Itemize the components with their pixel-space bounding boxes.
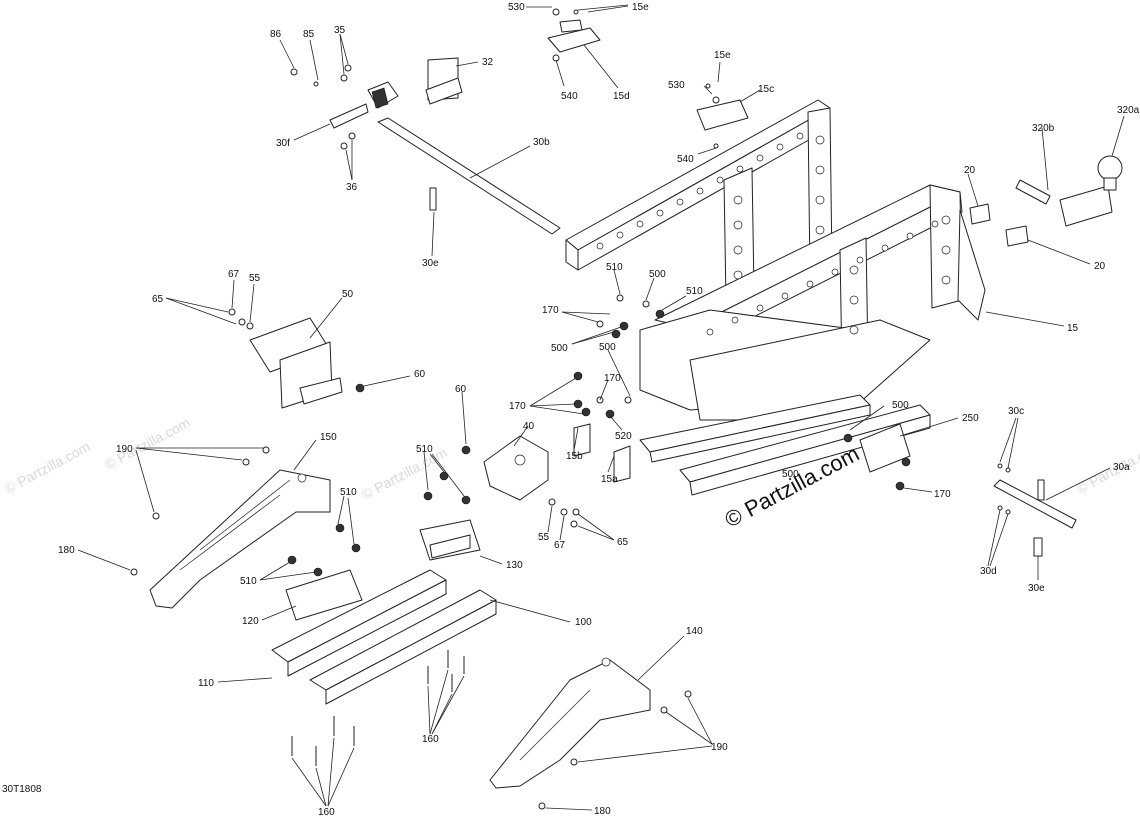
plate-40-part [483,435,549,501]
callout-label: 15a [601,474,618,485]
callout-label: 100 [575,617,592,628]
callout-label: 500 [551,343,568,354]
diagram-code: 30T1808 [2,784,42,795]
callout-label: 55 [249,273,261,284]
callout-label: 60 [414,369,426,380]
callout-label: 55 [538,532,550,543]
callout-label: 85 [303,29,315,40]
callout-label: 500 [782,469,799,480]
callout-label: 65 [617,537,629,548]
skid-150-part [149,469,331,609]
shaft-30b-part [329,57,561,235]
callout-label: 30e [1028,583,1045,594]
callout-label: 15e [714,50,731,61]
bracket-15c-part [696,99,749,131]
callout-label: 110 [198,678,214,689]
callout-label: 510 [240,576,257,587]
hardware-parts [130,8,1011,810]
callout-label: 15d [613,91,630,102]
callout-label: 170 [604,373,621,384]
svg-text:© Partzilla.com: © Partzilla.com [1074,438,1140,496]
callout-label: 40 [523,421,535,432]
callout-label: 30d [980,566,997,577]
shaft-30a-part [993,479,1077,557]
callout-label: 20 [1094,261,1106,272]
callout-label: 190 [711,742,728,753]
callout-label: 15c [758,84,774,95]
callout-label: 86 [270,29,282,40]
callout-label: 160 [318,807,335,818]
callout-label: 170 [934,489,951,500]
callout-label: 170 [542,305,559,316]
callout-label: 60 [455,384,467,395]
svg-text:© Partzilla.com: © Partzilla.com [359,444,450,502]
callout-label: 190 [116,444,133,455]
callout-label: 130 [506,560,523,571]
bracket-15d-part [547,19,601,53]
rail-110-part [271,569,447,677]
plate-50-part [249,317,343,409]
callout-label: 15b [566,451,583,462]
callout-label: 510 [416,444,433,455]
callout-label: 540 [677,154,694,165]
bracket-120-part [285,569,363,621]
callout-label: 30b [533,137,550,148]
callout-label: 32 [482,57,494,68]
frame-holes [596,132,951,336]
skid-140-part [489,657,651,789]
callout-label: 120 [242,616,259,627]
callout-label: 67 [228,269,240,280]
callout-label: 30a [1113,462,1130,473]
callout-label: 30c [1008,406,1024,417]
bracket-130-part [419,519,481,561]
leader-lines [77,4,1125,811]
callout-label: 250 [962,413,979,424]
plate-250-part [859,423,911,473]
rail-100-part [309,589,497,705]
callout-label: 510 [686,286,703,297]
callout-label: 30f [276,138,290,149]
hitch-320-part [969,155,1123,247]
callout-labels: 530 15e 15d 540 15e 530 15c 540 86 85 35… [58,2,1140,818]
callout-label: 140 [686,626,703,637]
callout-label: 500 [599,342,616,353]
callout-label: 35 [334,25,346,36]
callout-label: 67 [554,540,566,551]
callout-label: 20 [964,165,976,176]
callout-label: 540 [561,91,578,102]
main-frame-part [565,99,986,496]
callout-label: 510 [606,262,623,273]
callout-label: 520 [615,431,632,442]
callout-label: 65 [152,294,164,305]
callout-label: 50 [342,289,354,300]
callout-label: 530 [508,2,525,13]
callout-label: 150 [320,432,337,443]
callout-label: 510 [340,487,357,498]
bolts-160-part [291,650,465,766]
callout-label: 500 [892,400,909,411]
callout-label: 30e [422,258,439,269]
callout-label: 170 [509,401,526,412]
callout-label: 160 [422,734,439,745]
callout-label: 530 [668,80,685,91]
callout-label: 36 [346,182,358,193]
callout-label: 320a [1117,105,1140,116]
callout-label: 320b [1032,123,1055,134]
callout-label: 180 [58,545,75,556]
callout-label: 15 [1067,323,1079,334]
callout-label: 180 [594,806,611,817]
callout-label: 15e [632,2,649,13]
callout-label: 500 [649,269,666,280]
svg-text:© Partzilla.com: © Partzilla.com [2,438,93,496]
